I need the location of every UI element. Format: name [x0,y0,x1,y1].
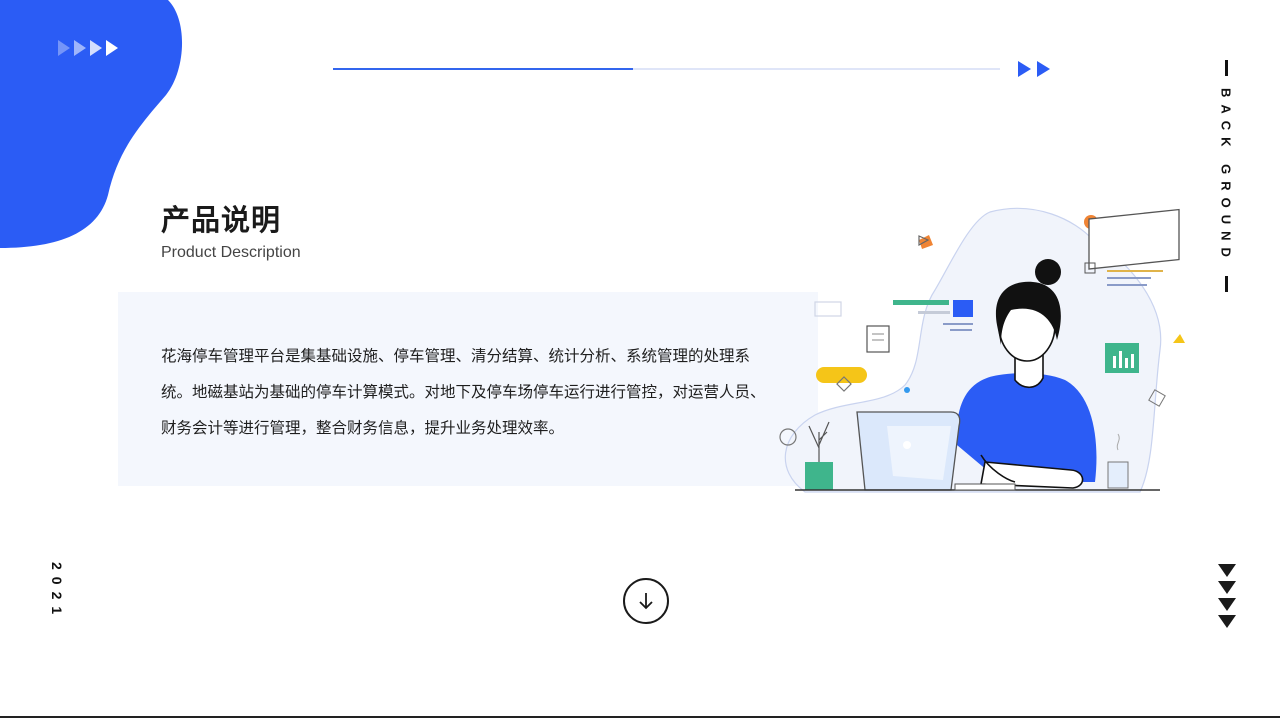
scroll-down-button[interactable] [623,578,669,624]
progress-fill [333,68,634,70]
description-text: 花海停车管理平台是集基础设施、停车管理、清分结算、统计分析、系统管理的处理系统。… [161,347,766,437]
side-dash-top [1224,60,1228,76]
side-label: BACK GROUND [1209,60,1243,292]
page-title: 产品说明 [161,203,282,237]
year-label: 2021 [49,562,65,622]
triple-down-arrow-icon [1218,564,1236,628]
woman-laptop-illustration [779,207,1185,493]
double-chevron-right-icon [1018,61,1050,77]
description-panel [118,292,818,486]
progress-bar [333,68,1000,70]
bottom-divider [0,716,1280,718]
side-label-text: BACK GROUND [1218,88,1234,264]
corner-chevrons-icon [58,40,118,56]
arrow-down-icon [639,593,653,610]
page-subtitle: Product Description [161,244,301,261]
corner-blob-decoration [0,0,183,248]
side-dash-bottom [1224,275,1228,292]
